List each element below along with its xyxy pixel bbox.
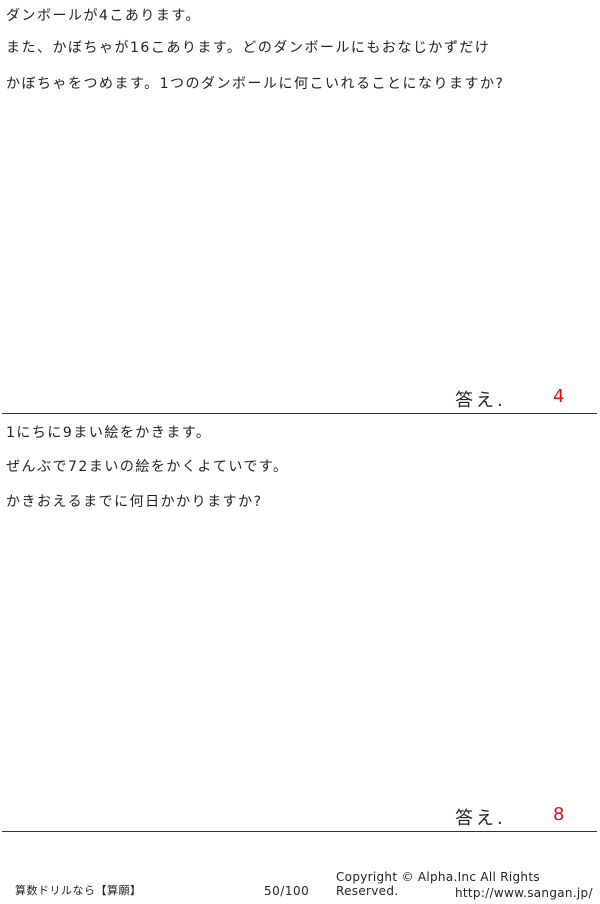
- footer-copyright: Copyright © Alpha.Inc All Rights Reserve…: [336, 870, 540, 898]
- problem-1-line-2: また、かぼちゃが16こあります。どのダンボールにもおなじかずだけ: [6, 40, 491, 56]
- problem-2-line-3: かきおえるまでに何日かかりますか?: [6, 494, 263, 510]
- footer-url: http://www.sangan.jp/: [455, 886, 593, 900]
- problem-1-answer-label: 答え.: [455, 390, 506, 411]
- problem-2-answer-label: 答え.: [455, 808, 506, 829]
- footer-site-name: 算数ドリルなら【算願】: [15, 884, 142, 897]
- problem-2-line-2: ぜんぶで72まいの絵をかくよていです。: [6, 459, 289, 475]
- problem-2-line-1: 1にちに9まい絵をかきます。: [6, 425, 212, 441]
- problem-1-line-1: ダンボールが4こあります。: [6, 8, 202, 24]
- footer-page-number: 50/100: [264, 884, 310, 898]
- problem-1-divider: [2, 413, 597, 414]
- problem-2-divider: [2, 831, 597, 832]
- problem-1-answer-value: 4: [553, 386, 565, 407]
- problem-2-answer-value: 8: [553, 804, 565, 825]
- problem-1-line-3: かぼちゃをつめます。1つのダンボールに何こいれることになりますか?: [6, 76, 505, 92]
